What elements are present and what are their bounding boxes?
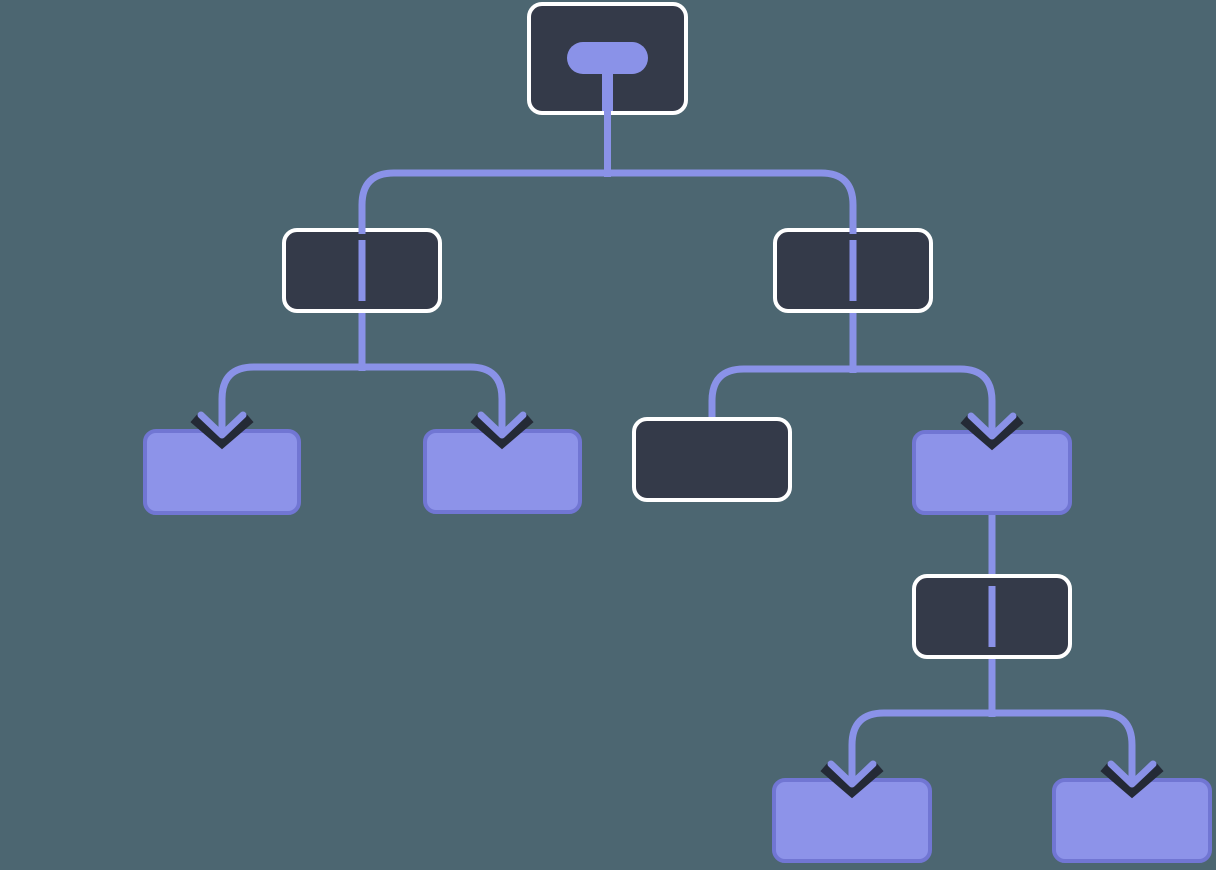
arrow-head xyxy=(477,411,527,439)
chevron-dark-shape xyxy=(1100,762,1164,799)
node-branch-left xyxy=(282,228,442,313)
node-branch-right xyxy=(773,228,933,313)
edge-level1-rail xyxy=(358,169,857,240)
cursor-icon xyxy=(358,240,366,301)
root-pill-shape xyxy=(567,42,648,74)
edge-right-branch-rail xyxy=(708,365,996,432)
cursor-icon xyxy=(988,586,996,647)
chevron-dark-shape xyxy=(960,414,1024,451)
edge-lower-branch-rail xyxy=(848,709,1136,780)
arrow-head xyxy=(197,411,247,439)
arrow-head xyxy=(967,412,1017,440)
arrow-into-leaf-1-chevron-icon xyxy=(190,409,254,450)
arrow-head xyxy=(1107,760,1157,788)
chevron-dark-shape xyxy=(470,413,534,450)
node-dark-leaf xyxy=(632,417,792,502)
cursor-icon xyxy=(849,240,857,301)
chevron-dark-shape xyxy=(820,762,884,799)
arrow-head xyxy=(827,760,877,788)
root-pill-icon xyxy=(567,42,648,111)
arrow-into-leaf-5-chevron-icon xyxy=(1100,758,1164,799)
arrow-into-leaf-4-chevron-icon xyxy=(820,758,884,799)
node-branch-lower xyxy=(912,574,1072,659)
chevron-dark-shape xyxy=(190,413,254,450)
arrow-into-leaf-2-chevron-icon xyxy=(470,409,534,450)
edge-left-branch-rail xyxy=(218,363,506,431)
arrow-into-leaf-3-chevron-icon xyxy=(960,410,1024,451)
root-pill-stem xyxy=(602,68,613,111)
